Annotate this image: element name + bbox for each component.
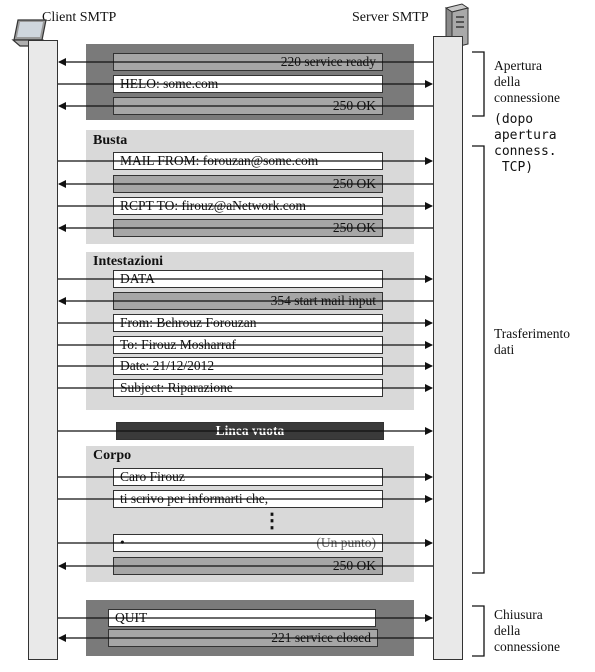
phase-transfer-label: Trasferimento dati xyxy=(494,326,570,357)
envelope-title: Busta xyxy=(93,133,128,148)
client-smtp-label: Client SMTP xyxy=(42,10,117,25)
bracket-opening xyxy=(472,51,485,117)
server-smtp-label: Server SMTP xyxy=(352,10,429,25)
phase-opening-note: (dopo apertura conness. TCP) xyxy=(494,112,557,175)
headers-title: Intestazioni xyxy=(93,254,163,269)
server-timeline xyxy=(433,36,463,660)
phase-closing-label: Chiusura della connessione xyxy=(494,607,560,654)
ellipsis-vertical: ⋮ xyxy=(262,510,282,532)
phase-opening-label: Apertura della connessione xyxy=(494,58,560,105)
body-title: Corpo xyxy=(93,448,132,463)
bracket-closing xyxy=(472,605,485,657)
bracket-transfer xyxy=(472,145,485,574)
client-timeline xyxy=(28,40,58,660)
